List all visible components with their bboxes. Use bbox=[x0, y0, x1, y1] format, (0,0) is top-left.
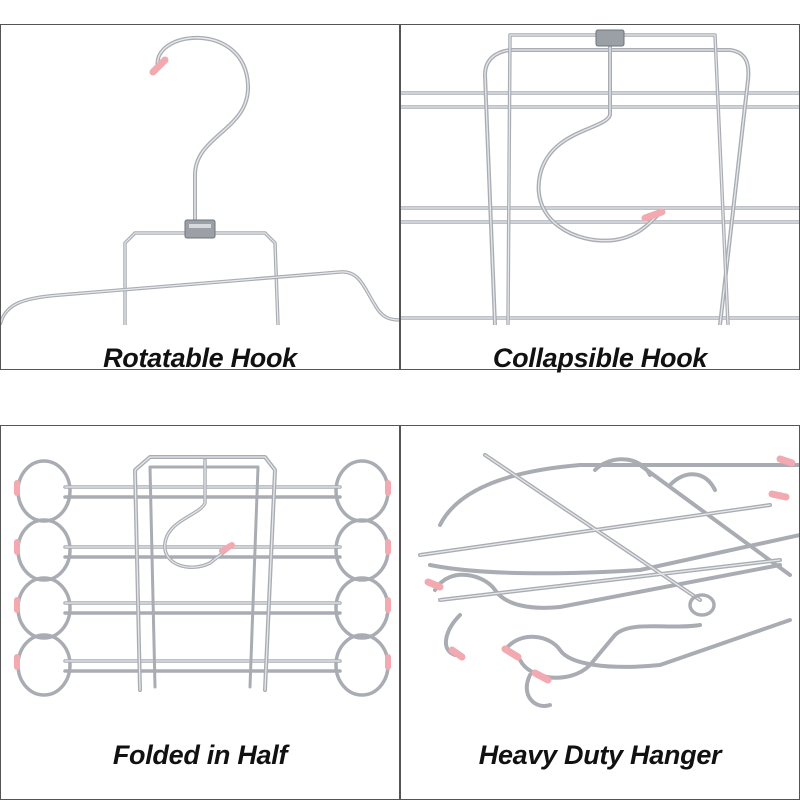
pink-tip-icon bbox=[424, 455, 796, 684]
panel-folded-in-half: Folded in Half bbox=[0, 400, 400, 800]
panel-rotatable-hook: Rotatable Hook bbox=[0, 0, 400, 400]
folded-in-half-photo bbox=[0, 425, 400, 740]
pink-tip-icon bbox=[641, 208, 666, 222]
panel-collapsible-hook: Collapsible Hook bbox=[400, 0, 800, 400]
caption-rotatable-hook: Rotatable Hook bbox=[103, 343, 297, 373]
swivel-clamp-icon bbox=[184, 219, 216, 239]
caption-heavy-duty-hanger: Heavy Duty Hanger bbox=[478, 740, 722, 770]
pink-tip-icon bbox=[149, 56, 169, 76]
swivel-clamp-icon bbox=[595, 29, 625, 47]
caption-collapsible-hook: Collapsible Hook bbox=[492, 343, 708, 373]
collapsible-hook-photo bbox=[400, 0, 800, 325]
rotatable-hook-photo bbox=[0, 0, 400, 325]
heavy-duty-hanger-photo bbox=[400, 425, 800, 740]
caption-folded-in-half: Folded in Half bbox=[112, 740, 288, 770]
panel-heavy-duty-hanger: Heavy Duty Hanger bbox=[400, 400, 800, 800]
pink-tip-icon bbox=[14, 480, 391, 670]
